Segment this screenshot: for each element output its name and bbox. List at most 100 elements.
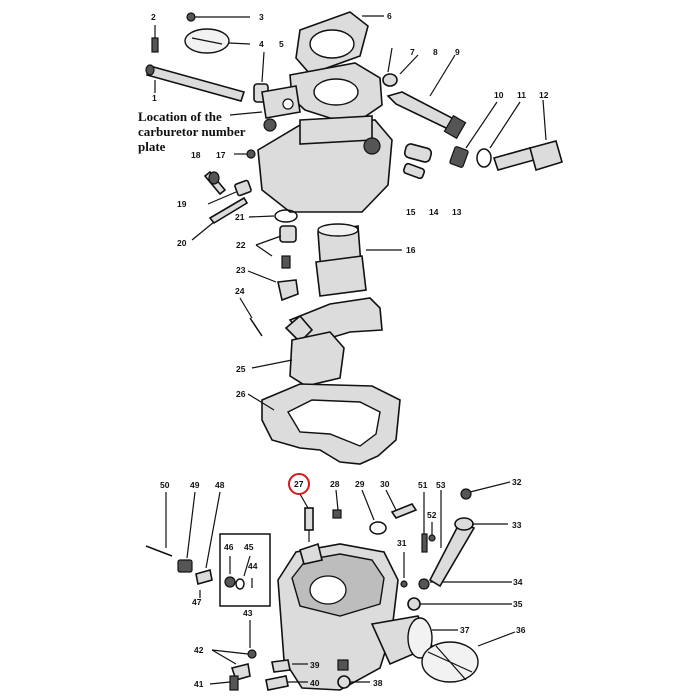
callout-41: 41	[194, 679, 204, 689]
part-throttle-plate	[184, 28, 251, 54]
callout-30: 30	[380, 479, 390, 489]
part-plug-28	[332, 489, 342, 519]
callout-15: 15	[406, 207, 416, 217]
callout-8: 8	[433, 47, 438, 57]
callout-9: 9	[455, 47, 460, 57]
part-screw-3	[186, 12, 250, 22]
part-flange-gasket	[295, 11, 384, 75]
callout-5: 5	[279, 39, 284, 49]
callout-29: 29	[355, 479, 365, 489]
callout-24: 24	[235, 286, 245, 296]
callout-19: 19	[177, 199, 187, 209]
callout-10: 10	[494, 90, 504, 100]
callout-53: 53	[436, 480, 446, 490]
callout-50: 50	[160, 480, 170, 490]
callout-14: 14	[429, 207, 439, 217]
callout-3: 3	[259, 12, 264, 22]
part-cover-disc-36	[421, 631, 516, 683]
callout-13: 13	[452, 207, 462, 217]
callout-32: 32	[512, 477, 522, 487]
callout-31: 31	[397, 538, 407, 548]
part-spring-49	[177, 491, 196, 573]
part-spring-13-group	[449, 101, 498, 168]
callout-47: 47	[192, 597, 202, 607]
part-group-box-44-46	[219, 533, 271, 607]
highlight-circle-27	[288, 473, 310, 495]
callout-23: 23	[236, 265, 246, 275]
callout-25: 25	[236, 364, 246, 374]
callout-51: 51	[418, 480, 428, 490]
part-float	[251, 297, 383, 387]
part-throttle-body	[257, 47, 393, 213]
part-spring-19	[207, 179, 252, 205]
callout-39: 39	[310, 660, 320, 670]
part-washer-52	[428, 522, 436, 542]
part-needle-31	[400, 552, 408, 588]
callout-42: 42	[194, 645, 204, 655]
part-screw-50	[145, 492, 173, 557]
callout-49: 49	[190, 480, 200, 490]
callout-40: 40	[310, 678, 320, 688]
part-gasket-21	[248, 209, 298, 223]
part-idle-adjusting-screw	[492, 99, 563, 172]
part-venturi	[315, 223, 402, 297]
callout-4: 4	[259, 39, 264, 49]
part-gasket-29	[361, 489, 387, 535]
callout-17: 17	[216, 150, 226, 160]
callout-20: 20	[177, 238, 187, 248]
part-plug-8	[382, 54, 419, 87]
callout-1: 1	[152, 93, 157, 103]
callout-34: 34	[513, 577, 523, 587]
part-throttle-shaft	[145, 64, 246, 102]
callout-6: 6	[387, 11, 392, 21]
callout-11: 11	[517, 90, 526, 100]
caption-line-3: plate	[138, 139, 166, 154]
part-pin-15	[402, 162, 426, 180]
callout-38: 38	[373, 678, 383, 688]
callout-46: 46	[224, 542, 234, 552]
callout-43: 43	[243, 608, 253, 618]
part-bowl-gasket	[247, 383, 401, 465]
part-washer-11	[476, 101, 521, 168]
part-screw-20	[191, 196, 249, 241]
caption-line-1: Location of the	[138, 109, 222, 124]
part-choke-lever	[386, 54, 467, 140]
callout-48: 48	[215, 480, 225, 490]
callout-45: 45	[244, 542, 254, 552]
part-fuel-bowl-body	[277, 542, 399, 691]
part-plug-38	[337, 659, 370, 689]
part-screw-32	[460, 481, 511, 500]
callout-52: 52	[427, 510, 437, 520]
part-drain-assembly	[209, 620, 257, 691]
part-spring-51	[421, 492, 428, 553]
callout-36: 36	[516, 625, 526, 635]
callout-27: 27	[294, 479, 304, 489]
part-gasket-39	[271, 659, 308, 673]
callout-44: 44	[248, 561, 258, 571]
caption-number-plate-location: Location of the carburetor number plate	[138, 109, 263, 154]
callout-26: 26	[236, 389, 246, 399]
callout-2: 2	[151, 12, 156, 22]
part-needle-valve-30	[385, 489, 418, 519]
caption-line-2: carburetor number	[138, 124, 246, 139]
callout-16: 16	[406, 245, 416, 255]
callout-28: 28	[330, 479, 340, 489]
callout-labels: 2 3 4 5 6 1 7 8 9 10 11 12 13 14 15 16 1…	[151, 11, 549, 689]
part-bushing-14	[403, 143, 433, 163]
part-screw-2	[151, 25, 159, 53]
callout-33: 33	[512, 520, 522, 530]
part-screw-17	[234, 149, 256, 159]
part-pin-24	[239, 297, 263, 337]
part-gasket-34	[418, 578, 512, 590]
callout-7: 7	[410, 47, 415, 57]
part-jet-27	[299, 493, 314, 542]
part-choke-lever-33	[428, 517, 508, 588]
part-valve-23	[247, 255, 299, 302]
callout-35: 35	[513, 599, 523, 609]
part-washer-48	[195, 491, 221, 586]
part-spring-18	[203, 170, 227, 196]
callout-37: 37	[460, 625, 470, 635]
callout-22: 22	[236, 240, 246, 250]
callout-18: 18	[191, 150, 201, 160]
